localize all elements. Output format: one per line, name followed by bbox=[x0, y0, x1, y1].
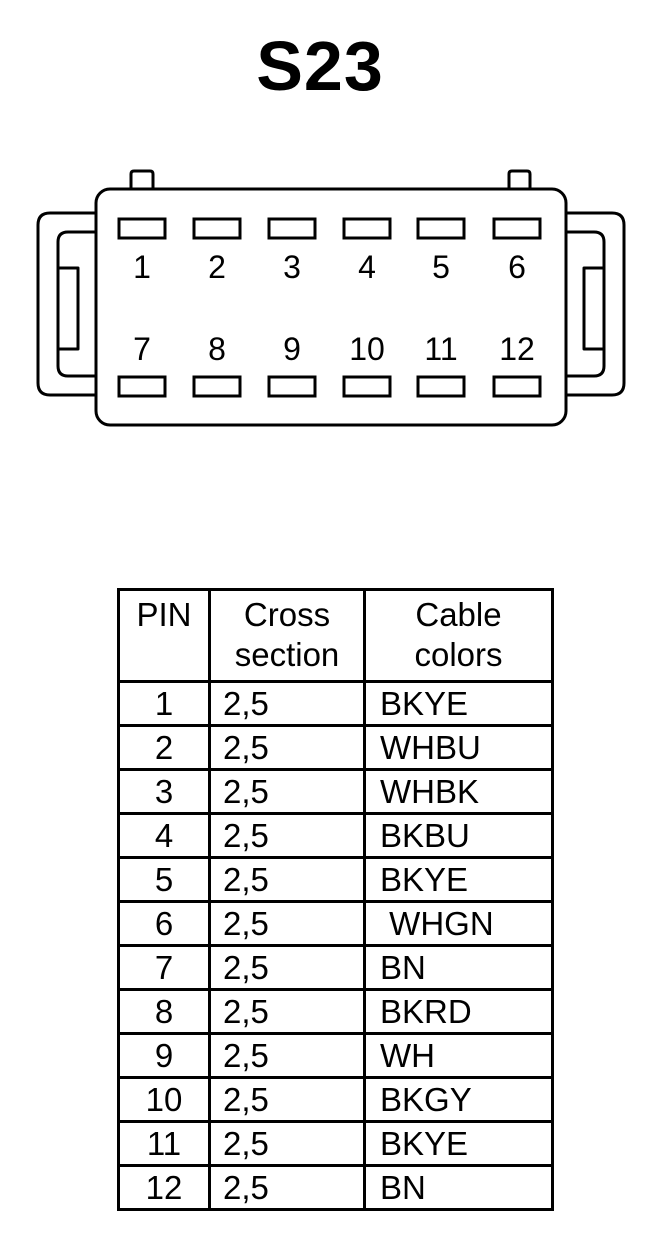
cable-color-value: BKYE bbox=[363, 680, 554, 727]
cable-color-value: WHBU bbox=[363, 724, 554, 771]
pin-slot-12 bbox=[492, 375, 542, 398]
pin-label-1: 1 bbox=[133, 249, 151, 285]
cross-section-value: 2,5 bbox=[208, 1164, 366, 1211]
pin-slot-10 bbox=[342, 375, 392, 398]
pin-slot-3 bbox=[267, 217, 317, 240]
right-latch bbox=[566, 211, 626, 397]
pin-number: 9 bbox=[117, 1032, 211, 1079]
cross-section-value: 2,5 bbox=[208, 988, 366, 1035]
cable-color-value: BKRD bbox=[363, 988, 554, 1035]
cable-color-value: BN bbox=[363, 944, 554, 991]
left-nub bbox=[129, 169, 155, 190]
pin-number: 1 bbox=[117, 680, 211, 727]
cable-color-value: BKGY bbox=[363, 1076, 554, 1123]
pin-slot-8 bbox=[192, 375, 242, 398]
header-cross-section: Cross section bbox=[208, 588, 366, 683]
pin-slot-2 bbox=[192, 217, 242, 240]
pin-number: 12 bbox=[117, 1164, 211, 1211]
cross-section-value: 2,5 bbox=[208, 856, 366, 903]
header-pin: PIN bbox=[117, 588, 211, 683]
cable-color-value: BKYE bbox=[363, 1120, 554, 1167]
cable-color-value: BKYE bbox=[363, 856, 554, 903]
pin-label-12: 12 bbox=[499, 331, 535, 367]
pin-label-10: 10 bbox=[349, 331, 385, 367]
pin-number: 5 bbox=[117, 856, 211, 903]
connector-housing bbox=[94, 187, 568, 427]
cross-section-value: 2,5 bbox=[208, 768, 366, 815]
pin-label-4: 4 bbox=[358, 249, 376, 285]
left-latch bbox=[36, 211, 96, 397]
table-header-row: PIN Cross section Cable colors bbox=[117, 588, 554, 683]
cross-section-value: 2,5 bbox=[208, 724, 366, 771]
connector-title: S23 bbox=[256, 27, 384, 105]
pin-number: 6 bbox=[117, 900, 211, 947]
pin-label-5: 5 bbox=[432, 249, 450, 285]
cross-section-value: 2,5 bbox=[208, 944, 366, 991]
pin-slot-1 bbox=[117, 217, 167, 240]
cable-color-value: WHBK bbox=[363, 768, 554, 815]
pin-label-6: 6 bbox=[508, 249, 526, 285]
pin-number: 11 bbox=[117, 1120, 211, 1167]
pin-label-3: 3 bbox=[283, 249, 301, 285]
cross-section-value: 2,5 bbox=[208, 812, 366, 859]
pin-label-9: 9 bbox=[283, 331, 301, 367]
pin-label-2: 2 bbox=[208, 249, 226, 285]
right-nub bbox=[507, 169, 532, 190]
cross-section-value: 2,5 bbox=[208, 1076, 366, 1123]
pin-slot-6 bbox=[492, 217, 542, 240]
pin-number: 4 bbox=[117, 812, 211, 859]
pin-label-11: 11 bbox=[424, 331, 457, 367]
pin-number: 2 bbox=[117, 724, 211, 771]
pin-number: 8 bbox=[117, 988, 211, 1035]
cross-section-value: 2,5 bbox=[208, 900, 366, 947]
pin-slot-4 bbox=[342, 217, 392, 240]
cable-color-value: WHGN bbox=[363, 900, 554, 947]
pin-slot-5 bbox=[416, 217, 466, 240]
cross-section-value: 2,5 bbox=[208, 1032, 366, 1079]
pin-number: 3 bbox=[117, 768, 211, 815]
pin-slot-9 bbox=[267, 375, 317, 398]
pin-label-7: 7 bbox=[133, 331, 151, 367]
pin-number: 10 bbox=[117, 1076, 211, 1123]
pin-slot-11 bbox=[416, 375, 466, 398]
cable-color-value: BN bbox=[363, 1164, 554, 1211]
pin-label-8: 8 bbox=[208, 331, 226, 367]
cable-color-value: WH bbox=[363, 1032, 554, 1079]
pin-number: 7 bbox=[117, 944, 211, 991]
cross-section-value: 2,5 bbox=[208, 680, 366, 727]
pin-slot-7 bbox=[117, 375, 167, 398]
header-cable-colors: Cable colors bbox=[363, 588, 554, 683]
cross-section-value: 2,5 bbox=[208, 1120, 366, 1167]
cable-color-value: BKBU bbox=[363, 812, 554, 859]
